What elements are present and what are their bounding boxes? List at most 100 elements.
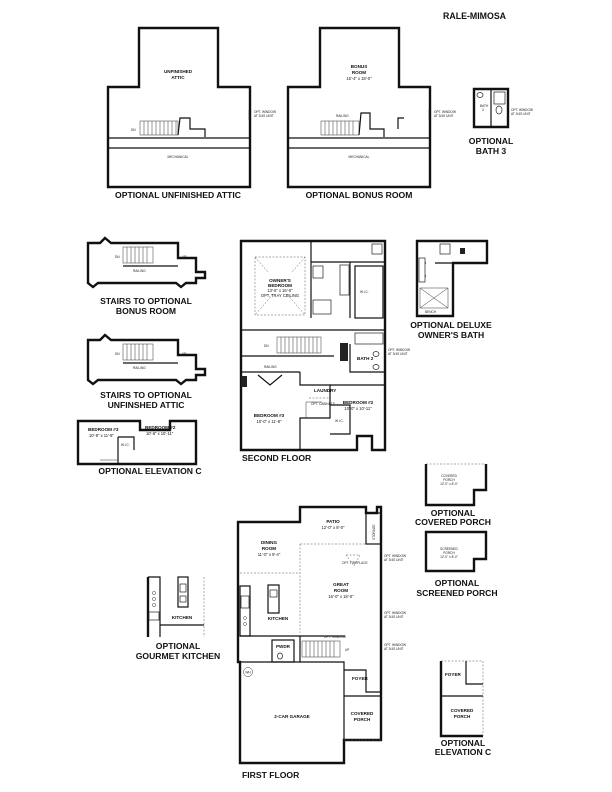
caption-bath3-1: OPTIONAL xyxy=(469,136,513,146)
caption-covered-porch-opt-1: OPTIONAL xyxy=(431,508,475,518)
caption-stairs-bonus-2: BONUS ROOM xyxy=(116,306,176,316)
bedroom2-wic: W.I.C. xyxy=(335,419,344,423)
fireplace-label: OPT. FIREPLACE xyxy=(342,561,368,565)
bath2-label: BATH 2 xyxy=(357,356,374,361)
bonus-window-2: AT 3/4S UNIT xyxy=(434,114,454,118)
great-room-label-1: GREAT xyxy=(333,582,349,587)
screened-porch-option-plan: SCREENED PORCH 12'-0" x 8'-0" xyxy=(424,530,488,573)
bonus-dims: 15'-4" x 18'-0" xyxy=(346,76,372,81)
patio-dims: 12'-0" x 8'-0" xyxy=(322,525,345,530)
stairs-attic-dn: DN xyxy=(115,352,120,356)
patio-label: PATIO xyxy=(326,519,340,524)
bedroom2-label: BEDROOM #2 xyxy=(343,400,374,405)
owners-bedroom-dims: 13'-6" x 16'-0" xyxy=(267,288,293,293)
kitchen-label: KITCHEN xyxy=(268,616,289,621)
elevc-bedroom2-name: BEDROOM #2 xyxy=(145,425,176,430)
plan-name: RALE-MIMOSA xyxy=(443,11,507,21)
caption-second-floor: SECOND FLOOR xyxy=(242,453,312,463)
stairs-attic-up: UP xyxy=(182,352,186,356)
screened-porch-dims: 12'-0" x 8'-0" xyxy=(440,555,458,559)
bath3-window-2: AT 3/4S UNIT xyxy=(511,112,531,116)
second-floor-window-1: OPT. WINDOW xyxy=(388,348,410,352)
garage-wh: WH xyxy=(245,671,251,675)
elevc-bedroom2-dims: 10'-8" x 10'-11" xyxy=(146,431,174,436)
front-porch-label-1: COVERED xyxy=(351,711,374,716)
stairs-bonus-plan: DN UP RAILING xyxy=(86,236,207,289)
covered-porch-opt-label-2: PORCH xyxy=(443,478,455,482)
bonus-label-2: ROOM xyxy=(352,70,366,75)
caption-unfinished-attic: OPTIONAL UNFINISHED ATTIC xyxy=(115,190,241,200)
caption-elevation-c-lower-1: OPTIONAL xyxy=(441,738,485,748)
caption-screened-porch-2: SCREENED PORCH xyxy=(416,588,497,598)
great-room-label-2: ROOM xyxy=(334,588,348,593)
caption-screened-porch-1: OPTIONAL xyxy=(435,578,479,588)
elevc-porch-label-2: PORCH xyxy=(454,714,471,719)
bedroom3-label: BEDROOM #3 xyxy=(254,413,285,418)
elevc-bedroom3-name: BEDROOM #3 xyxy=(88,427,119,432)
first-floor-plan: STORAGE PATIO 12'-0" x 8'-0" DINING ROOM… xyxy=(236,505,406,765)
attic-dn: DN xyxy=(131,128,136,132)
screened-porch-label-2: PORCH xyxy=(443,551,455,555)
bonus-room-plan: BONUS ROOM 15'-4" x 18'-0" RAILING MECHA… xyxy=(286,26,456,189)
bonus-window-1: OPT. WINDOW xyxy=(434,110,456,114)
laundry-opt-cabinets: OPT. CABINETS xyxy=(311,402,335,406)
front-porch-label-2: PORCH xyxy=(354,717,371,722)
ff-window-b2: AT 3/4S UNIT xyxy=(384,615,404,619)
caption-deluxe-bath-1: OPTIONAL DELUXE xyxy=(410,320,492,330)
stairs-bonus-up: UP xyxy=(182,255,186,259)
storage-label: STORAGE xyxy=(372,524,376,540)
attic-mechanical: MECHANICAL xyxy=(168,155,189,159)
attic-label-2: ATTIC xyxy=(171,75,185,80)
owners-wic: W.I.C. xyxy=(360,290,369,294)
second-floor-window-2: AT 3/4S UNIT xyxy=(388,352,408,356)
laundry-label: LAUNDRY xyxy=(314,388,336,393)
pwdr-label: PWDR xyxy=(276,644,291,649)
second-floor-dn: DN xyxy=(264,344,269,348)
gourmet-kitchen-label: KITCHEN xyxy=(172,615,193,620)
ff-window-a2: AT 3/4S UNIT xyxy=(384,558,404,562)
ff-window-b1: OPT. WINDOW xyxy=(384,611,406,615)
foyer-label: FOYER xyxy=(352,676,369,681)
stairs-attic-railing: RAILING xyxy=(133,366,146,370)
bedroom2-dims: 10'-0" x 10'-11" xyxy=(344,406,372,411)
owners-bedroom-label-2: BEDROOM xyxy=(268,283,292,288)
second-floor-railing: RAILING xyxy=(264,365,277,369)
owners-bedroom-label-1: OWNER'S xyxy=(269,278,291,283)
ff-window-c2: AT 3/4S UNIT xyxy=(384,647,404,651)
attic-stair xyxy=(139,117,206,137)
caption-elevation-c-upper: OPTIONAL ELEVATION C xyxy=(98,466,201,476)
caption-covered-porch-opt-2: COVERED PORCH xyxy=(415,517,491,527)
stairs-bonus-railing: RAILING xyxy=(133,269,146,273)
elevc-wic: W.I.C. xyxy=(121,443,130,447)
covered-porch-opt-dims: 12'-0" x 8'-0" xyxy=(440,482,458,486)
owners-bedroom-note: OPT. TRAY CEILING xyxy=(261,293,299,298)
dining-dims: 11'-0" x 9'-4" xyxy=(258,552,281,557)
caption-first-floor: FIRST FLOOR xyxy=(242,770,300,780)
caption-stairs-attic-1: STAIRS TO OPTIONAL xyxy=(100,390,192,400)
unfinished-attic-plan: UNFINISHED ATTIC DN MECHANICAL OPT. WIND… xyxy=(106,26,276,189)
elevation-c-upper-plan: BEDROOM #3 10'-8" x 11'-8" BEDROOM #2 10… xyxy=(76,419,198,466)
bedroom3-dims: 10'-0" x 11'-8" xyxy=(257,419,282,424)
caption-gourmet-kitchen-1: OPTIONAL xyxy=(156,641,200,651)
bath3-label-2: 3 xyxy=(482,108,484,112)
caption-bath3-2: BATH 3 xyxy=(476,146,507,156)
elevation-c-lower-plan: FOYER COVERED PORCH xyxy=(439,660,484,738)
bath3-plan: BATH 3 OPT. WINDOW AT 3/4S UNIT xyxy=(472,87,533,129)
elevc-porch-label-1: COVERED xyxy=(451,708,474,713)
attic-label-1: UNFINISHED xyxy=(164,69,193,74)
caption-bonus-room: OPTIONAL BONUS ROOM xyxy=(306,190,413,200)
garage-label: 2-CAR GARAGE xyxy=(274,714,309,719)
bonus-mechanical: MECHANICAL xyxy=(349,155,370,159)
covered-porch-opt-label-1: COVERED xyxy=(441,474,457,478)
deluxe-bath-bench: BENCH xyxy=(425,310,437,314)
first-floor-up: UP xyxy=(345,648,349,652)
caption-gourmet-kitchen-2: GOURMET KITCHEN xyxy=(136,651,221,661)
stairs-attic-plan: DN UP RAILING xyxy=(86,333,207,386)
ff-window-c1: OPT. WINDOW xyxy=(384,643,406,647)
caption-deluxe-bath-2: OWNER'S BATH xyxy=(418,330,484,340)
gourmet-kitchen-plan: KITCHEN xyxy=(146,576,205,637)
elevc-bedroom3-dims: 10'-8" x 11'-8" xyxy=(89,433,114,438)
bath3-label-1: BATH xyxy=(480,104,489,108)
caption-stairs-bonus-1: STAIRS TO OPTIONAL xyxy=(100,296,192,306)
